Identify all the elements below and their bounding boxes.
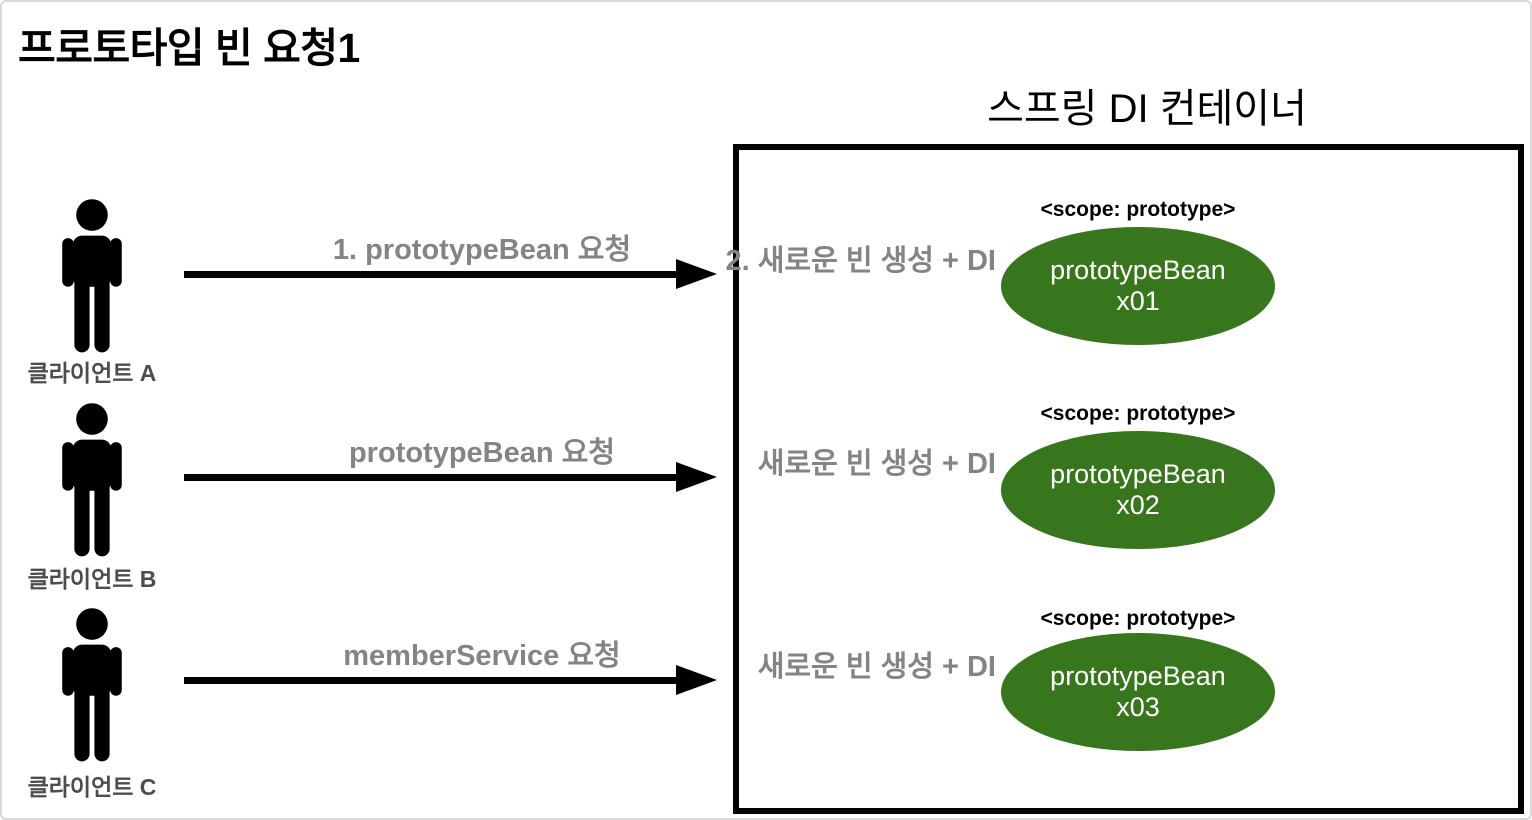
client-label: 클라이언트 A [27,360,157,386]
client-label: 클라이언트 B [27,566,157,592]
bean-ellipse: prototypeBean x02 [1001,431,1275,549]
request-arrow-line [184,474,680,481]
request-arrow-head [676,462,717,492]
person-icon [62,403,122,557]
bean-name: prototypeBean [1050,255,1226,285]
scope-label: <scope: prototype> [1040,607,1236,630]
bean-creation-note: 새로운 빈 생성 + DI [757,448,996,480]
di-container-box [733,144,1524,814]
person-icon [62,199,122,353]
bean-instance: x03 [1116,692,1160,722]
bean-name: prototypeBean [1050,661,1226,691]
client-label: 클라이언트 C [27,774,157,800]
request-arrow-head [676,259,717,289]
bean-name: prototypeBean [1050,459,1226,489]
request-arrow-line [184,271,680,278]
bean-creation-note: 새로운 빈 생성 + DI [757,651,996,683]
request-arrow-head [676,665,717,695]
bean-instance: x01 [1116,286,1160,316]
bean-creation-note: 2. 새로운 빈 생성 + DI [725,245,997,277]
person-icon [62,608,122,762]
scope-label: <scope: prototype> [1040,402,1236,425]
di-container-title: 스프링 DI 컨테이너 [987,87,1307,131]
scope-label: <scope: prototype> [1040,198,1236,221]
request-arrow-label: 1. prototypeBean 요청 [332,234,632,266]
bean-ellipse: prototypeBean x01 [1001,227,1275,345]
request-arrow-label: memberService 요청 [343,640,621,672]
bean-instance: x02 [1116,490,1160,520]
request-arrow-line [184,677,680,684]
request-arrow-label: prototypeBean 요청 [348,437,616,469]
page-title: 프로토타입 빈 요청1 [18,25,360,71]
bean-ellipse: prototypeBean x03 [1001,633,1275,751]
